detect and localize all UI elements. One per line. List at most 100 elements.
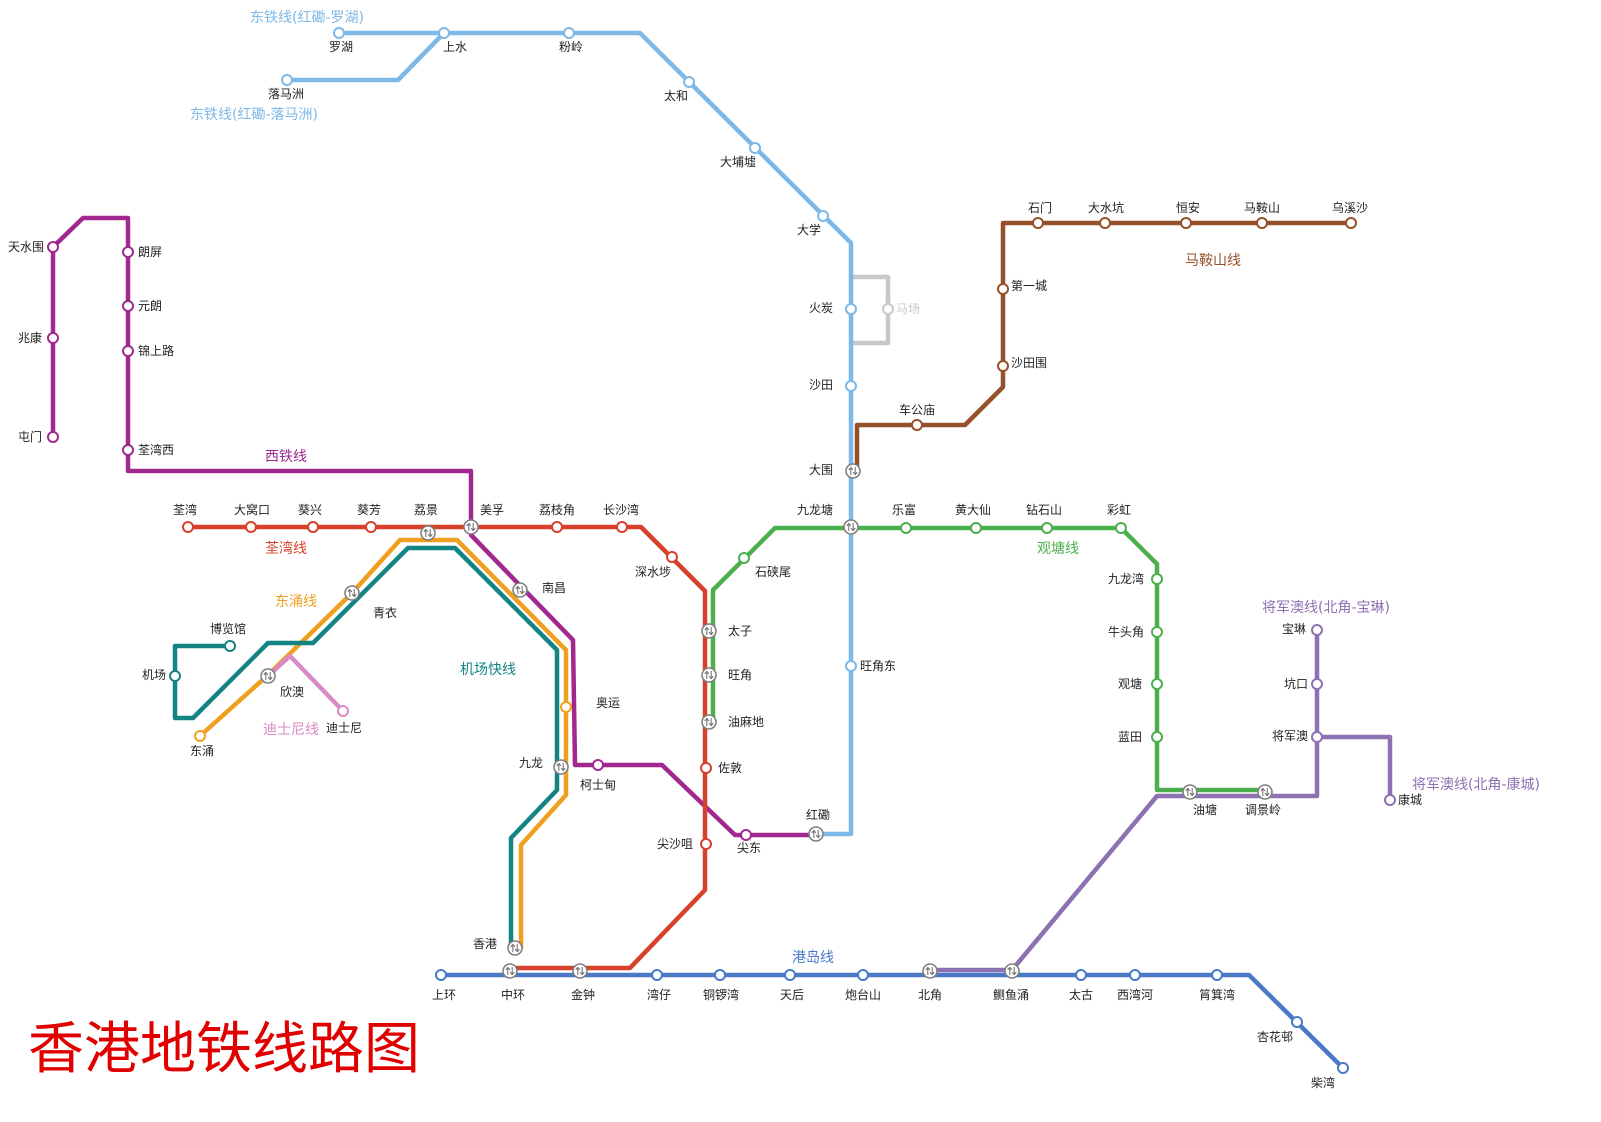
interchange-icon bbox=[420, 525, 436, 541]
station-marker bbox=[740, 829, 752, 841]
station-label: 牛头角 bbox=[1108, 624, 1144, 639]
line-route bbox=[185, 524, 708, 971]
station-label: 葵芳 bbox=[357, 503, 381, 517]
station-marker bbox=[560, 701, 572, 713]
station-marker bbox=[738, 552, 750, 564]
station-label: 观塘 bbox=[1118, 676, 1142, 691]
station-marker bbox=[438, 27, 450, 39]
station-label: 天水围 bbox=[8, 240, 44, 254]
interchange-icon bbox=[260, 668, 276, 684]
station-marker bbox=[563, 27, 575, 39]
line-label: 将军澳线(北角-康城) bbox=[1412, 776, 1540, 793]
station-marker bbox=[1099, 217, 1111, 229]
line-label: 迪士尼线 bbox=[263, 722, 319, 738]
station-label: 太古 bbox=[1069, 987, 1093, 1002]
station-label: 柯士甸 bbox=[580, 778, 616, 792]
station-label: 康城 bbox=[1398, 792, 1422, 807]
station-label: 杏花邨 bbox=[1257, 1029, 1293, 1044]
station-marker bbox=[333, 27, 345, 39]
station-marker bbox=[122, 345, 134, 357]
station-marker bbox=[970, 522, 982, 534]
interchange-icon bbox=[843, 519, 859, 535]
station-marker bbox=[997, 283, 1009, 295]
station-marker bbox=[47, 241, 59, 253]
station-label: 将军澳 bbox=[1272, 729, 1308, 743]
station-label: 元朗 bbox=[138, 299, 162, 313]
station-label: 沙田 bbox=[809, 378, 833, 392]
line-label: 港岛线 bbox=[792, 950, 834, 966]
station-marker bbox=[749, 142, 761, 154]
station-label: 旺角 bbox=[728, 668, 752, 682]
station-label: 尖沙咀 bbox=[657, 837, 693, 851]
interchange-icon bbox=[463, 519, 479, 535]
station-marker bbox=[1032, 217, 1044, 229]
station-marker bbox=[1291, 1016, 1303, 1028]
interchange-icon bbox=[512, 582, 528, 598]
station-label: 荔景 bbox=[414, 503, 438, 517]
station-label: 黄大仙 bbox=[955, 503, 991, 517]
station-marker bbox=[1151, 573, 1163, 585]
station-label: 九龙湾 bbox=[1108, 571, 1144, 586]
station-marker bbox=[1211, 969, 1223, 981]
line-label: 西铁线 bbox=[265, 449, 307, 465]
station-label: 恒安 bbox=[1176, 200, 1200, 215]
station-label: 香港 bbox=[473, 937, 497, 951]
station-label: 粉岭 bbox=[559, 40, 583, 54]
line-route bbox=[197, 537, 569, 951]
station-label: 调景岭 bbox=[1245, 803, 1281, 817]
station-label: 青衣 bbox=[373, 605, 397, 620]
station-label: 乐富 bbox=[892, 502, 916, 517]
station-label: 深水埗 bbox=[635, 565, 671, 579]
station-label: 马鞍山 bbox=[1244, 200, 1280, 215]
station-marker bbox=[1151, 731, 1163, 743]
station-marker bbox=[683, 76, 695, 88]
station-marker bbox=[845, 303, 857, 315]
map-title: 香港地铁线路图 bbox=[28, 1017, 420, 1082]
line-label: 将军澳线(北角-宝琳) bbox=[1262, 600, 1390, 616]
interchange-icon bbox=[701, 623, 717, 639]
station-marker bbox=[900, 522, 912, 534]
line-route bbox=[172, 545, 560, 951]
station-marker bbox=[592, 759, 604, 771]
station-label: 朗屏 bbox=[138, 245, 162, 259]
station-markers bbox=[47, 27, 1396, 1074]
station-label: 天后 bbox=[780, 988, 804, 1002]
station-marker bbox=[337, 705, 349, 717]
line-label: 东铁线(红磡-罗湖) bbox=[250, 10, 364, 26]
station-label: 北角 bbox=[918, 988, 942, 1002]
station-label: 美孚 bbox=[480, 503, 504, 517]
station-label: 炮台山 bbox=[845, 987, 881, 1002]
station-marker bbox=[365, 521, 377, 533]
station-label: 机场 bbox=[142, 668, 166, 682]
station-marker bbox=[1345, 217, 1357, 229]
station-label: 落马洲 bbox=[268, 87, 304, 101]
station-marker bbox=[857, 969, 869, 981]
station-label: 沙田围 bbox=[1011, 356, 1047, 370]
station-label: 大学 bbox=[797, 222, 821, 237]
interchange-icon bbox=[1004, 963, 1020, 979]
station-label: 油麻地 bbox=[728, 714, 764, 729]
station-label: 太子 bbox=[728, 623, 752, 638]
line-label: 荃湾线 bbox=[265, 540, 307, 557]
station-marker bbox=[1180, 217, 1192, 229]
station-marker bbox=[245, 521, 257, 533]
station-label: 油塘 bbox=[1193, 802, 1217, 817]
station-label: 火炭 bbox=[809, 301, 833, 315]
station-label: 筲箕湾 bbox=[1199, 987, 1235, 1002]
station-marker bbox=[1311, 678, 1323, 690]
station-label: 湾仔 bbox=[647, 987, 671, 1002]
interchange-icon bbox=[553, 759, 569, 775]
station-label: 红磡 bbox=[806, 807, 830, 822]
line-route bbox=[50, 215, 819, 838]
interchange-icon bbox=[701, 667, 717, 683]
station-marker bbox=[47, 431, 59, 443]
station-marker bbox=[122, 246, 134, 258]
station-label: 彩虹 bbox=[1107, 503, 1131, 517]
line-label: 东铁线(红磡-落马洲) bbox=[190, 107, 318, 123]
station-marker bbox=[616, 521, 628, 533]
station-marker bbox=[1075, 969, 1087, 981]
station-label: 佐敦 bbox=[718, 760, 742, 775]
station-label: 鲗鱼涌 bbox=[993, 988, 1029, 1002]
station-marker bbox=[1384, 794, 1396, 806]
